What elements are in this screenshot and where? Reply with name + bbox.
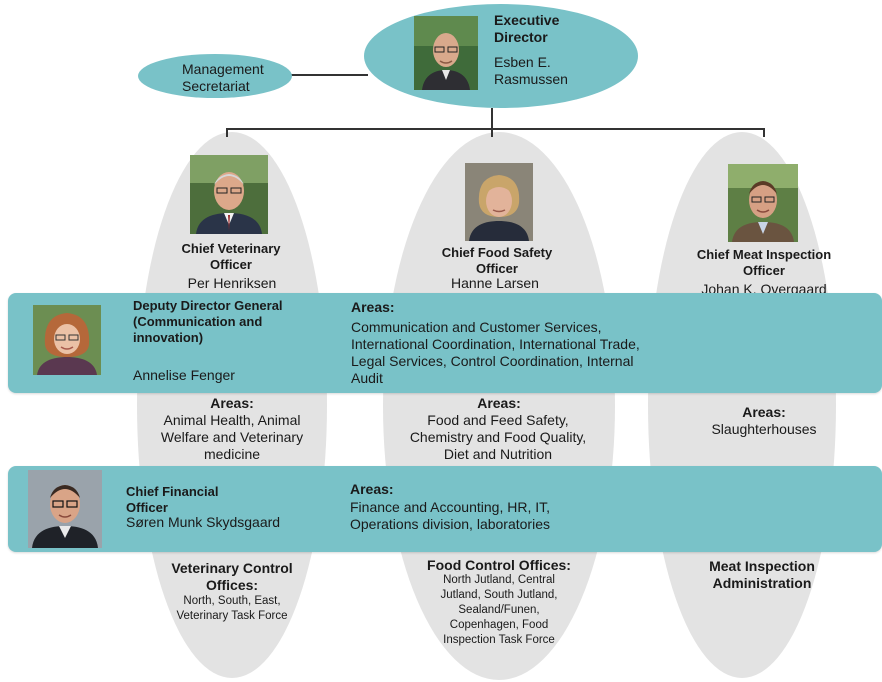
financial-officer-areas-label: Areas: <box>350 481 394 497</box>
veterinary-officer-photo <box>190 155 268 234</box>
food-safety-officer-name: Hanne Larsen <box>451 275 539 291</box>
veterinary-officer-title: Chief Veterinary Officer <box>181 241 281 272</box>
deputy-director-name: Annelise Fenger <box>133 367 235 383</box>
food-control-offices: North Jutland, Central Jutland, South Ju… <box>440 574 558 646</box>
connector-drop-right <box>763 128 765 137</box>
financial-officer-band <box>8 466 882 552</box>
executive-name: Esben E. Rasmussen <box>494 54 568 87</box>
food-control-offices-title: Food Control Offices: <box>427 557 571 573</box>
executive-ellipse <box>364 4 638 108</box>
veterinary-offices-title: Veterinary Control Offices: <box>171 560 293 593</box>
deputy-director-areas-label: Areas: <box>351 299 395 315</box>
deputy-director-areas: Communication and Customer Services, Int… <box>351 319 640 386</box>
connector-drop-middle <box>491 128 493 137</box>
portrait-blonde-woman-icon <box>465 163 533 241</box>
veterinary-offices: North, South, East, Veterinary Task Forc… <box>176 595 288 622</box>
food-safety-areas-label: Areas: <box>477 395 521 411</box>
portrait-grey-haired-man-glasses-icon <box>190 155 268 234</box>
meat-inspection-areas: Slaughterhouses <box>711 421 817 437</box>
food-safety-areas: Food and Feed Safety, Chemistry and Food… <box>409 412 587 462</box>
deputy-director-band <box>8 293 882 393</box>
meat-inspection-offices-title: Meat Inspection Administration <box>709 558 815 591</box>
executive-photo <box>414 16 478 90</box>
portrait-red-haired-woman-glasses-icon <box>33 305 101 375</box>
connector-drop-left <box>226 128 228 137</box>
veterinary-areas: Animal Health, Animal Welfare and Veteri… <box>160 412 304 462</box>
financial-officer-photo <box>28 470 102 548</box>
meat-inspection-officer-photo <box>728 164 798 242</box>
meat-inspection-areas-label: Areas: <box>742 404 786 420</box>
secretariat-ellipse <box>138 54 292 98</box>
deputy-director-photo <box>33 305 101 375</box>
portrait-brown-haired-man-glasses-icon <box>728 164 798 242</box>
meat-inspection-officer-title: Chief Meat Inspection Officer <box>696 247 832 278</box>
food-safety-officer-title: Chief Food Safety Officer <box>441 245 553 276</box>
portrait-bald-man-glasses-icon <box>414 16 478 90</box>
deputy-director-title: Deputy Director General (Communication a… <box>133 298 283 345</box>
secretariat-label: Management Secretariat <box>182 61 264 94</box>
connector-vertical-exec <box>491 108 493 129</box>
food-safety-officer-photo <box>465 163 533 241</box>
connector-horizontal <box>226 128 765 130</box>
financial-officer-title: Chief Financial Officer <box>126 484 219 515</box>
veterinary-areas-label: Areas: <box>210 395 254 411</box>
portrait-man-glasses-dark-jacket-icon <box>28 470 102 548</box>
executive-title: Executive Director <box>494 12 560 45</box>
veterinary-officer-name: Per Henriksen <box>187 275 277 291</box>
financial-officer-areas: Finance and Accounting, HR, IT, Operatio… <box>350 499 550 532</box>
financial-officer-name: Søren Munk Skydsgaard <box>126 514 281 530</box>
connector-secretariat <box>290 74 368 76</box>
